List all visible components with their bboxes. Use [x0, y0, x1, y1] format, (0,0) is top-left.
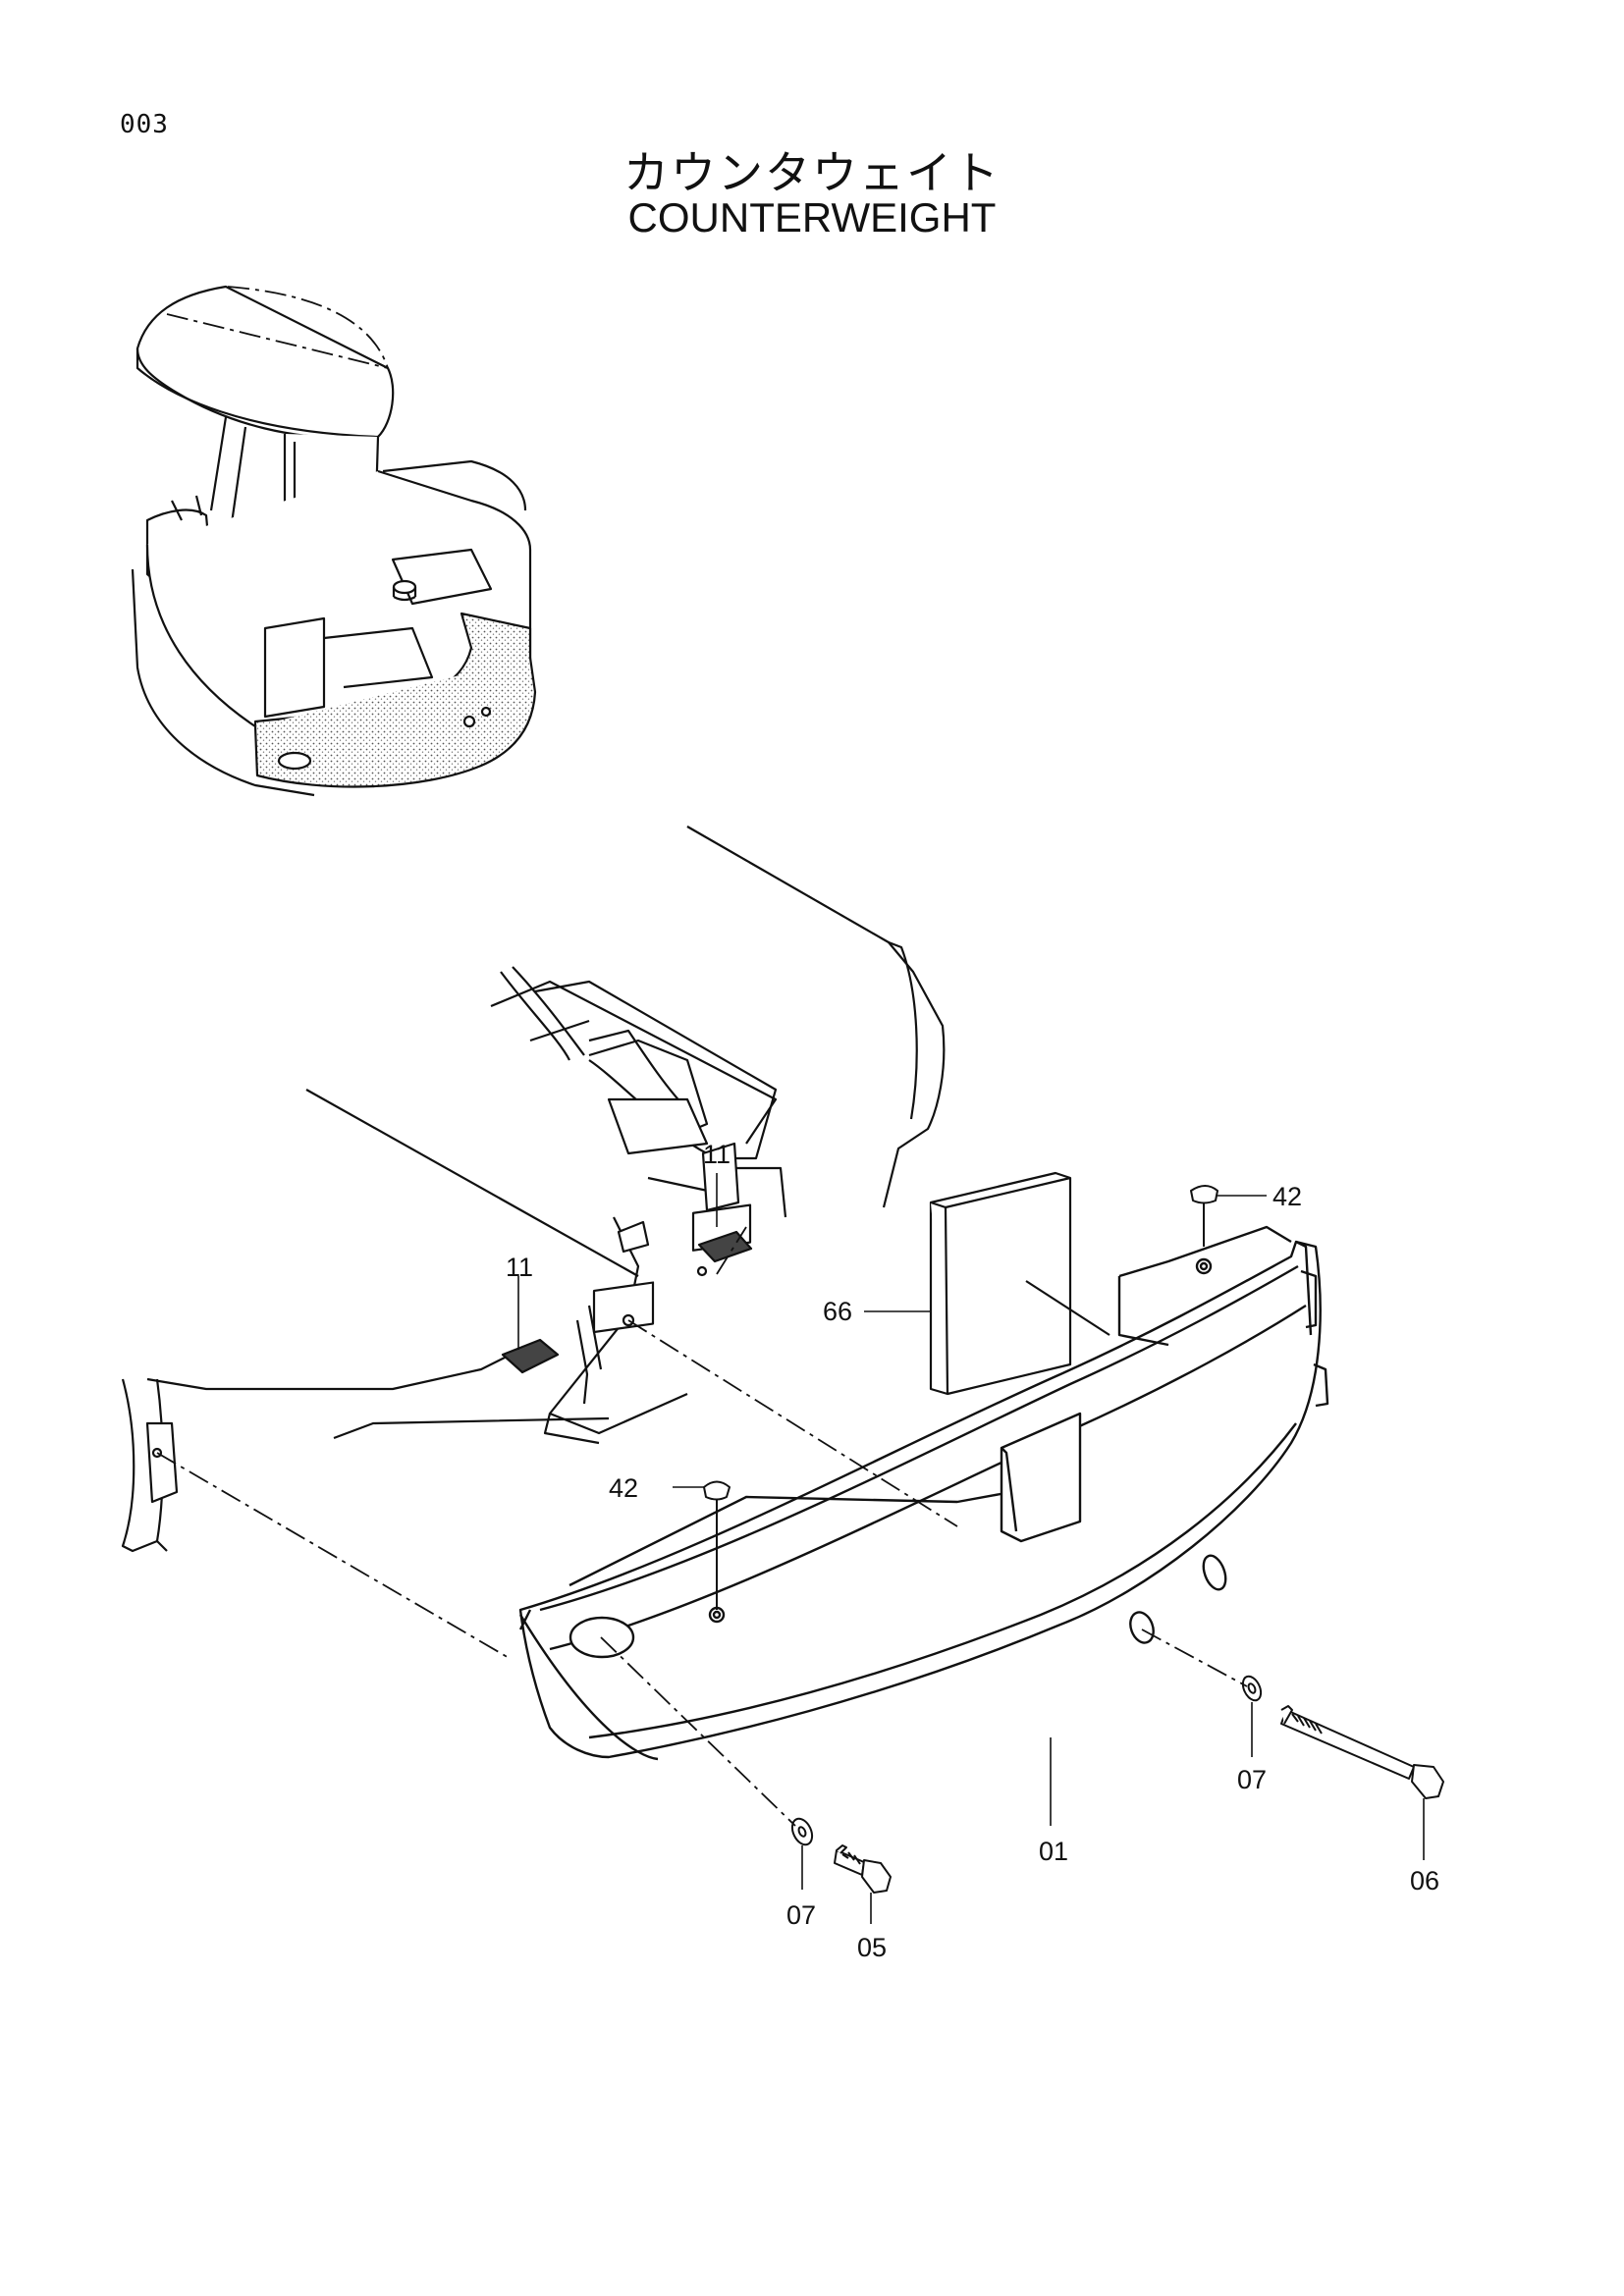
callout-labels: 42 42 66 11 11 01 07 07 05 06 [506, 1140, 1439, 1962]
callout-66: 66 [823, 1297, 852, 1326]
callout-07-right: 07 [1237, 1765, 1267, 1794]
callout-01: 01 [1039, 1837, 1068, 1866]
bolt-06-icon [1280, 1705, 1444, 1799]
leader-lines [517, 1173, 1425, 1924]
title-english: COUNTERWEIGHT [627, 194, 997, 240]
counterweight-body [518, 1225, 1329, 1761]
page-number: 003 [120, 110, 169, 139]
fasteners [703, 1185, 1444, 1894]
bolt-42-left-icon [703, 1480, 731, 1501]
callout-05: 05 [857, 1933, 887, 1962]
callout-07-left: 07 [786, 1900, 816, 1930]
callout-11-left: 11 [506, 1253, 533, 1282]
title-japanese: カウンタウェイト [623, 146, 1001, 199]
callout-11-upper: 11 [703, 1140, 731, 1169]
bolt-42-right-icon [1190, 1185, 1218, 1204]
callout-42-left: 42 [609, 1473, 638, 1503]
frame-assembly [121, 826, 946, 1553]
alignment-lines [156, 286, 1248, 1827]
bolt-05-icon [834, 1844, 892, 1894]
pad-66 [929, 1171, 1110, 1396]
machine-overview-inset [131, 285, 537, 797]
callout-06: 06 [1410, 1866, 1439, 1896]
callout-42-right: 42 [1272, 1182, 1302, 1211]
